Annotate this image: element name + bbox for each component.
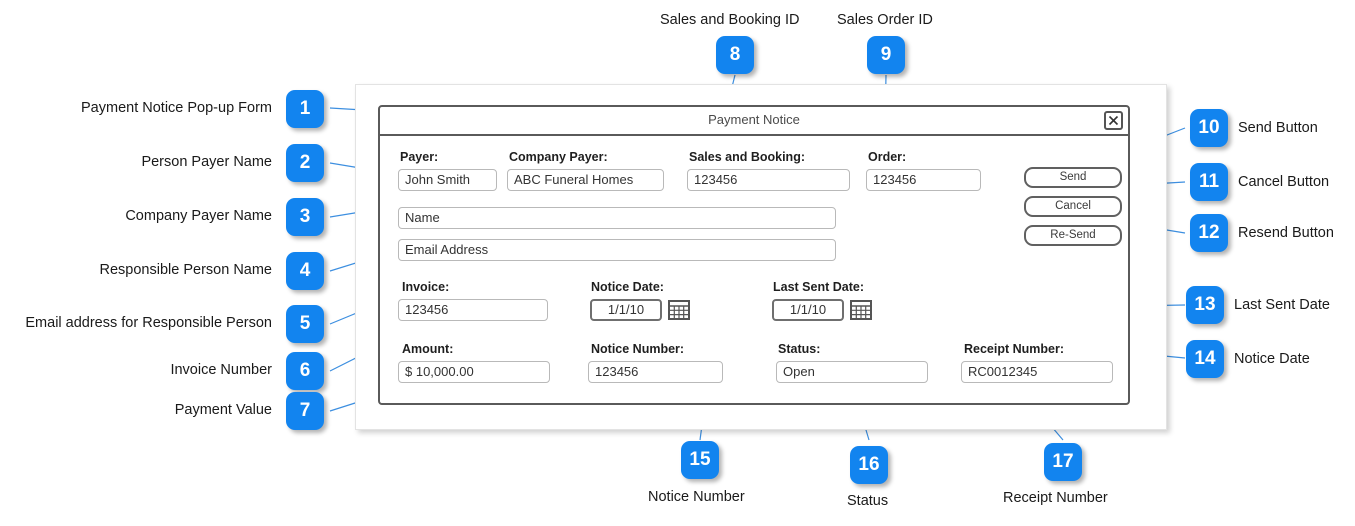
- order-label: Order:: [868, 150, 907, 164]
- calendar-icon[interactable]: [850, 300, 872, 320]
- notice-number-label: Notice Number:: [591, 342, 685, 356]
- company-payer-label: Company Payer:: [509, 150, 608, 164]
- invoice-input[interactable]: 123456: [398, 299, 548, 321]
- amount-label: Amount:: [402, 342, 454, 356]
- payer-input[interactable]: John Smith: [398, 169, 497, 191]
- callout-label-14: Notice Date: [1234, 351, 1310, 367]
- close-icon[interactable]: [1104, 111, 1123, 130]
- company-payer-input[interactable]: ABC Funeral Homes: [507, 169, 664, 191]
- callout-label-6: Invoice Number: [170, 362, 272, 378]
- calendar-icon[interactable]: [668, 300, 690, 320]
- callout-badge-16: 16: [850, 446, 888, 484]
- responsible-person-name-input[interactable]: Name: [398, 207, 836, 229]
- callout-label-4: Responsible Person Name: [99, 262, 272, 278]
- callout-label-2: Person Payer Name: [141, 154, 272, 170]
- callout-badge-8: 8: [716, 36, 754, 74]
- last-sent-date-input[interactable]: 1/1/10: [772, 299, 844, 321]
- callout-label-15: Notice Number: [648, 489, 745, 505]
- callout-badge-1: 1: [286, 90, 324, 128]
- callout-badge-4: 4: [286, 252, 324, 290]
- callout-label-12: Resend Button: [1238, 225, 1334, 241]
- payer-label: Payer:: [400, 150, 439, 164]
- dialog-titlebar: Payment Notice: [380, 107, 1128, 136]
- receipt-number-input[interactable]: RC0012345: [961, 361, 1113, 383]
- callout-label-11: Cancel Button: [1238, 174, 1330, 190]
- callout-badge-6: 6: [286, 352, 324, 390]
- callout-badge-5: 5: [286, 305, 324, 343]
- responsible-person-email-input[interactable]: Email Address: [398, 239, 836, 261]
- send-button[interactable]: Send: [1024, 167, 1122, 188]
- order-input[interactable]: 123456: [866, 169, 981, 191]
- notice-date-label: Notice Date:: [591, 280, 664, 294]
- sales-and-booking-input[interactable]: 123456: [687, 169, 850, 191]
- callout-badge-10: 10: [1190, 109, 1228, 147]
- last-sent-date-label: Last Sent Date:: [773, 280, 864, 294]
- callout-badge-17: 17: [1044, 443, 1082, 481]
- callout-label-5: Email address for Responsible Person: [25, 315, 272, 331]
- callout-badge-7: 7: [286, 392, 324, 430]
- amount-input[interactable]: $ 10,000.00: [398, 361, 550, 383]
- callout-label-16: Status: [847, 493, 889, 509]
- notice-date-input[interactable]: 1/1/10: [590, 299, 662, 321]
- callout-label-8: Sales and Booking ID: [660, 12, 800, 28]
- status-label: Status:: [778, 342, 821, 356]
- callout-badge-13: 13: [1186, 286, 1224, 324]
- dialog-form-body: Payer: Company Payer: Sales and Booking:…: [380, 136, 1128, 403]
- callout-label-17: Receipt Number: [1003, 490, 1108, 506]
- invoice-label: Invoice:: [402, 280, 450, 294]
- callout-label-1: Payment Notice Pop-up Form: [81, 100, 272, 116]
- callout-badge-11: 11: [1190, 163, 1228, 201]
- notice-number-input[interactable]: 123456: [588, 361, 723, 383]
- resend-button[interactable]: Re-Send: [1024, 225, 1122, 246]
- callout-badge-15: 15: [681, 441, 719, 479]
- callout-badge-14: 14: [1186, 340, 1224, 378]
- callout-label-13: Last Sent Date: [1234, 297, 1330, 313]
- callout-label-9: Sales Order ID: [837, 12, 933, 28]
- callout-label-7: Payment Value: [174, 402, 272, 418]
- callout-label-3: Company Payer Name: [125, 208, 272, 224]
- callout-badge-9: 9: [867, 36, 905, 74]
- callout-badge-12: 12: [1190, 214, 1228, 252]
- dialog-title: Payment Notice: [708, 112, 800, 127]
- status-input[interactable]: Open: [776, 361, 928, 383]
- callout-badge-2: 2: [286, 144, 324, 182]
- callout-label-10: Send Button: [1238, 120, 1318, 136]
- sales-and-booking-label: Sales and Booking:: [689, 150, 805, 164]
- cancel-button[interactable]: Cancel: [1024, 196, 1122, 217]
- payment-notice-dialog: Payment Notice Payer: Company Payer: Sal…: [378, 105, 1130, 405]
- callout-badge-3: 3: [286, 198, 324, 236]
- receipt-number-label: Receipt Number:: [964, 342, 1065, 356]
